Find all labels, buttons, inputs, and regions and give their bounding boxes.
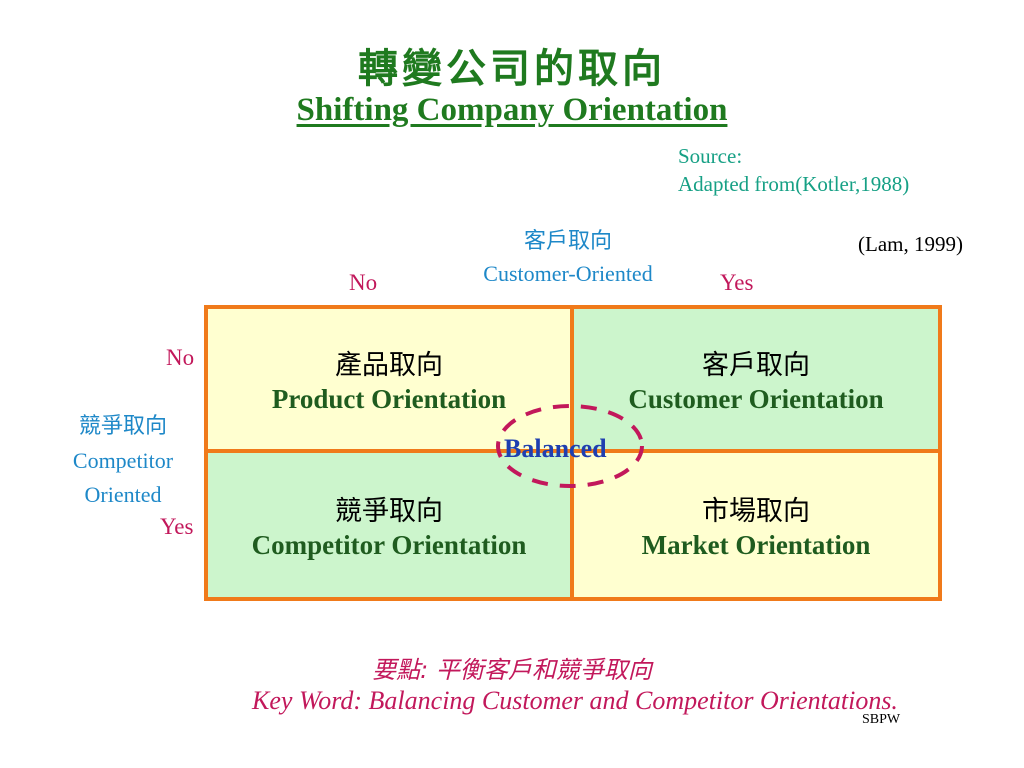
competitor-axis-label-cn: 競爭取向	[78, 414, 167, 439]
competitor-axis-label-en-1: Competitor	[72, 448, 174, 473]
customer-axis-label-cn: 客戶取向	[523, 229, 612, 254]
cell-label-cn: 客戶取向	[702, 350, 810, 381]
balanced-label: Balanced	[504, 434, 607, 463]
customer-axis-label: 客戶取向 Customer-Oriented	[448, 226, 688, 290]
orientation-matrix: 產品取向 Product Orientation 客戶取向 Customer O…	[204, 305, 942, 601]
cell-market-orientation: 市場取向 Market Orientation	[574, 453, 938, 597]
cell-label-en: Competitor Orientation	[251, 530, 527, 560]
competitor-axis-label-en-2: Oriented	[84, 482, 162, 507]
source-label: Source:	[678, 144, 743, 168]
source-note: Source: Adapted from(Kotler,1988)	[678, 142, 909, 198]
cell-label-en: Market Orientation	[641, 530, 871, 560]
cell-competitor-orientation: 競爭取向 Competitor Orientation	[208, 453, 574, 597]
customer-axis-label-en: Customer-Oriented	[483, 261, 653, 286]
page-title-chinese: 轉變公司的取向	[358, 46, 666, 92]
competitor-axis-yes: Yes	[160, 514, 194, 539]
cell-label-en: Customer Orientation	[628, 384, 884, 414]
balanced-dashed-ellipse	[496, 404, 644, 488]
cell-label-cn: 競爭取向	[335, 496, 443, 527]
keyword-chinese: 要點: 平衡客戶和競爭取向	[372, 656, 652, 684]
cell-label-en: Product Orientation	[271, 384, 507, 414]
keyword-english: Key Word: Balancing Customer and Competi…	[252, 686, 898, 715]
customer-axis-yes: Yes	[720, 270, 754, 295]
cell-label-cn: 產品取向	[335, 350, 443, 381]
citation: (Lam, 1999)	[858, 232, 963, 256]
page-title-english: Shifting Company Orientation	[0, 92, 1024, 129]
source-reference: Adapted from(Kotler,1988)	[678, 172, 910, 196]
page-title-english-text: Shifting Company Orientation	[296, 92, 728, 128]
cell-label-cn: 市場取向	[702, 496, 810, 527]
competitor-axis-no: No	[166, 345, 195, 370]
competitor-axis-label: 競爭取向 Competitor Oriented	[48, 410, 198, 512]
customer-axis-no: No	[349, 270, 378, 295]
footer-mark: SBPW	[862, 712, 901, 727]
cell-product-orientation: 產品取向 Product Orientation	[208, 309, 574, 453]
